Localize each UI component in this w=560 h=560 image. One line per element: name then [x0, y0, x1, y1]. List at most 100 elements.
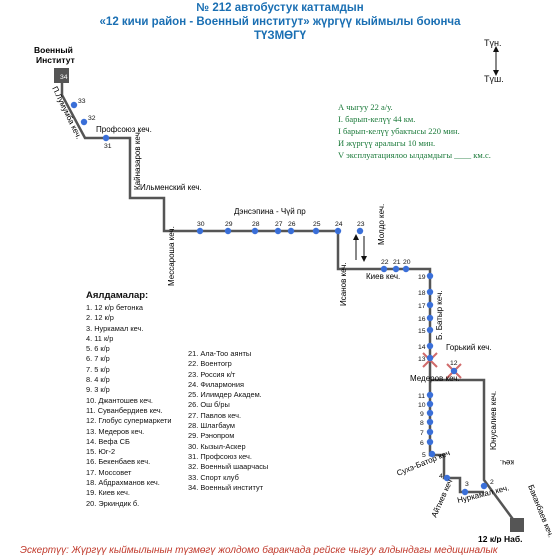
street-label-kiev: Киев кеч.	[366, 272, 400, 281]
stop-marker	[251, 227, 259, 235]
compass-north-label: Түн.	[484, 38, 502, 48]
stop-number-label: 1	[518, 513, 522, 520]
terminal-label-end: 12 к/р Наб.	[478, 534, 522, 544]
stop-marker	[102, 134, 110, 142]
stop-number-label: 27	[275, 221, 283, 228]
stop-list-item: 13. Медеров кеч.	[86, 426, 145, 436]
terminal-label-start-2: Институт	[36, 55, 75, 65]
stop-list-item: 4. 11 к/р	[86, 333, 114, 343]
stop-list-item: 27. Павлов кеч.	[188, 410, 242, 420]
stop-list-item: 19. Киев кеч.	[86, 488, 130, 498]
stop-list-item: 15. Юг-2	[86, 447, 116, 457]
stop-number-label: 11	[418, 393, 425, 400]
stop-marker	[443, 474, 451, 482]
info-line-5: V эксплуатациялоо ылдамдыгы ____ км.с.	[338, 150, 491, 160]
stop-marker	[426, 342, 434, 350]
stop-list-item: 5. 6 к/р	[86, 344, 110, 354]
title-line-3: ТҮЗМӨГҮ	[253, 30, 307, 42]
stop-number-label: 19	[418, 274, 426, 281]
stop-list-item: 23. Россия к/т	[188, 369, 236, 379]
stop-list-item: 12. Глобус супермаркети	[86, 416, 172, 426]
title-line-1: № 212 автобустук каттамдын	[196, 2, 364, 14]
stop-number-label: 32	[88, 115, 96, 122]
stop-marker	[196, 227, 204, 235]
terminal-label-start-1: Военный	[34, 45, 73, 55]
stop-number-label: 16	[418, 316, 426, 323]
stop-list-item: 8. 4 к/р	[86, 375, 110, 385]
stop-list-item: 1. 12 к/р бетонка	[86, 303, 143, 312]
stop-list-item: 25. Илимдер Академ.	[188, 390, 262, 400]
stop-number-label: 21	[393, 259, 401, 266]
street-label-isanov: Исанов кеч.	[339, 262, 348, 306]
stop-number-label: 10	[418, 402, 426, 409]
street-label-right-cut: кеч.	[500, 458, 514, 467]
stop-number-label: 15	[418, 328, 426, 335]
compass-south-label: Түш.	[484, 74, 504, 84]
stop-list-item: 33. Спорт клуб	[188, 472, 239, 482]
stop-number-label: 33	[78, 98, 86, 105]
street-label-messarosh: Мессароша кеч.	[167, 226, 176, 286]
stop-marker	[461, 488, 469, 496]
stop-marker	[426, 288, 434, 296]
info-line-2: І. барып-келүү 44 км.	[338, 114, 416, 124]
stop-marker	[426, 409, 434, 417]
info-line-4: И жүргүү аралыгы 10 мин.	[338, 138, 436, 148]
stop-number-label: 22	[381, 259, 389, 266]
stop-marker	[428, 450, 436, 458]
terminal-end	[510, 518, 524, 532]
stop-marker	[334, 227, 342, 235]
stop-number-label: 5	[422, 452, 426, 459]
stop-marker	[426, 354, 434, 362]
stop-marker	[80, 118, 88, 126]
stop-marker	[426, 438, 434, 446]
stop-list-item: 6. 7 к/р	[86, 354, 110, 364]
stop-marker	[480, 482, 488, 490]
stop-marker	[426, 301, 434, 309]
loop-arrows	[353, 234, 367, 262]
stop-number-label: 2	[490, 479, 494, 486]
stop-marker	[380, 265, 388, 273]
stop-number-label: 28	[252, 221, 260, 228]
street-label-bakanbaev: Баканбаев кеч.	[526, 483, 555, 538]
street-label-yunusaliev: Юнусалиев кеч.	[489, 391, 498, 450]
stop-marker	[426, 391, 434, 399]
stops-title: Аялдамалар:	[86, 290, 149, 301]
stop-number-label: 4	[439, 473, 443, 480]
stop-number-label: 7	[420, 430, 424, 437]
stop-marker	[426, 314, 434, 322]
terminal-start	[54, 68, 69, 83]
stop-number-label: 24	[335, 221, 343, 228]
footer-text: Эскертүү: Жүргүү кыймылынын түзмөгү жолд…	[20, 545, 498, 556]
stop-list-item: 17. Моссовет	[86, 467, 132, 477]
footer-note: Эскертүү: Жүргүү кыймылынын түзмөгү жолд…	[0, 543, 560, 560]
stop-number-label: 17	[418, 303, 426, 310]
stop-number-label: 31	[104, 143, 112, 150]
stop-number-label: 12	[450, 360, 458, 367]
stop-list-item: 14. Вефа СБ	[86, 436, 130, 446]
stop-number-label: 34	[60, 74, 68, 81]
stop-marker	[450, 367, 458, 375]
info-line-3: І барып-келүү убактысы 220 мин.	[338, 126, 460, 136]
stop-list-item: 7. 5 к/р	[86, 364, 110, 374]
stop-number-label: 8	[420, 420, 424, 427]
stop-number-label: 25	[313, 221, 321, 228]
stop-list-item: 31. Профсоюз кеч.	[188, 451, 252, 461]
stop-list-item: 18. Абдрахманов кеч.	[86, 478, 160, 488]
stop-list-item: 10. Джантошев кеч.	[86, 395, 153, 405]
stop-marker	[426, 326, 434, 334]
street-label-dzerzhinsky: Дэнсэпина - Чүй пр	[234, 207, 306, 216]
stop-marker	[287, 227, 295, 235]
stop-number-label: 14	[418, 344, 426, 351]
stop-marker	[426, 428, 434, 436]
stop-marker	[402, 265, 410, 273]
stop-list-item: 3. Нуркамал кеч.	[86, 323, 144, 333]
stop-marker	[70, 101, 78, 109]
stop-number-label: 13	[418, 356, 426, 363]
stop-number-label: 18	[418, 290, 426, 297]
stop-list-item: 34. Военный институт	[188, 482, 264, 492]
stop-marker	[426, 400, 434, 408]
stop-marker	[392, 265, 400, 273]
